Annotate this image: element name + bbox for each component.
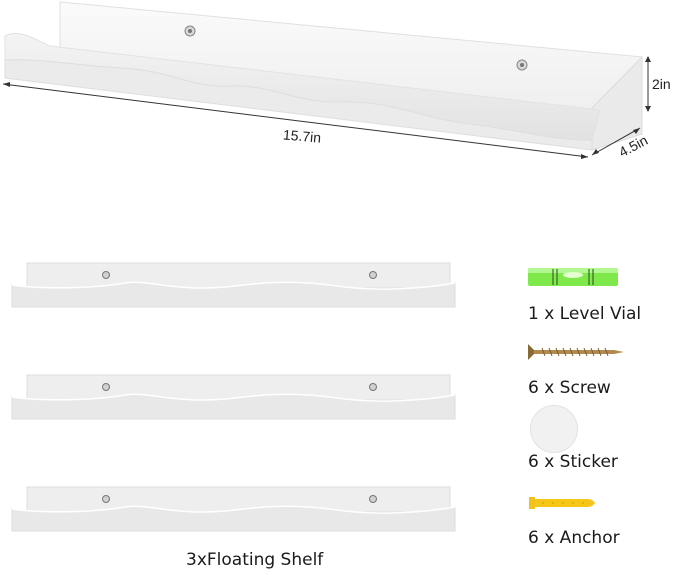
part-label-sticker: 6 x Sticker — [528, 452, 618, 472]
part-label-level-vial: 1 x Level Vial — [528, 304, 642, 324]
part-label-screw: 6 x Screw — [528, 378, 611, 398]
sticker-icon — [530, 405, 578, 453]
length-dimension-label: 15.7in — [282, 126, 322, 146]
hero-shelf-illustration — [2, 1, 651, 159]
part-label-anchor: 6 x Anchor — [528, 528, 620, 548]
floating-shelf-1 — [11, 262, 456, 308]
shelf-set — [0, 255, 470, 545]
anchor-icon — [529, 497, 595, 509]
level-vial-icon — [528, 268, 618, 286]
screw-icon — [528, 344, 624, 360]
shelf-caption: 3xFloating Shelf — [186, 550, 324, 570]
shelf-set-illustration — [11, 262, 456, 532]
parts-list: 1 x Level Vial 6 x Screw 6 x Sticker 6 x… — [520, 262, 679, 562]
height-dimension-label: 2in — [652, 76, 671, 92]
floating-shelf-2 — [11, 374, 456, 420]
floating-shelf-3 — [11, 486, 456, 532]
hero-shelf: 15.7in 2in 4.5in — [0, 0, 679, 200]
